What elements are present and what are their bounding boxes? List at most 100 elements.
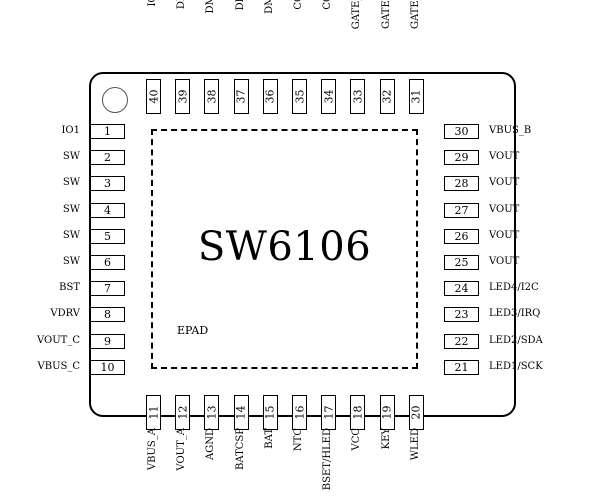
pin-pad-top: 33 — [350, 79, 366, 114]
pin-number-top: 39 — [176, 89, 190, 104]
pin-pad-right: 26 — [444, 228, 479, 244]
pin-pad-right: 24 — [444, 281, 479, 297]
pin-number-bottom: 11 — [147, 405, 160, 420]
pin-number-bottom: 20 — [409, 405, 423, 420]
pin-label-right: VOUT — [489, 151, 520, 163]
pin-label-left: SW — [62, 256, 80, 267]
pin-pad-top: 36 — [262, 79, 278, 114]
pin-label-top: GATE_C — [351, 0, 363, 30]
pin-label-top: CC2 — [293, 0, 305, 68]
pin-pad-left: 2 — [90, 150, 125, 166]
pin-label-top: IO2 — [147, 0, 159, 68]
pin-label-left: VDRV — [50, 308, 80, 320]
pin-pad-left: 5 — [90, 228, 125, 244]
pin-pad-bottom: 16 — [292, 395, 307, 430]
pin-number-bottom: 19 — [380, 405, 394, 420]
pin-label-left: SW — [62, 177, 80, 189]
pin-label-top: DPA — [176, 0, 188, 68]
pin-number-top: 33 — [351, 89, 365, 104]
pin-label-right: VOUT — [489, 229, 520, 241]
pin-label-left: BST — [59, 282, 80, 294]
pin-label-right: LED4/I2C — [489, 282, 539, 294]
pin-pad-right: 27 — [444, 202, 479, 218]
pin-pad-left: 4 — [90, 202, 125, 218]
pin-number-top: 36 — [263, 89, 277, 104]
pin-pad-bottom: 17 — [321, 395, 337, 430]
pin-number-bottom: 13 — [205, 405, 219, 420]
pin-label-bottom: KEY — [380, 428, 392, 450]
pin-pad-left: 6 — [90, 255, 125, 270]
pin-number-bottom: 15 — [263, 405, 277, 420]
pin-pad-bottom: 15 — [262, 395, 278, 430]
pin-label-bottom: VBUS_A — [147, 428, 158, 471]
pin-label-left: VOUT_C — [37, 334, 80, 346]
pin-number-bottom: 14 — [234, 405, 248, 420]
pin-label-top: CC1 — [322, 0, 334, 68]
pin-label-bottom: BAT — [263, 428, 275, 449]
pin-pad-left: 10 — [90, 359, 125, 375]
exposed-pad-outline — [151, 129, 418, 369]
pin-pad-top: 38 — [204, 79, 220, 114]
pin-label-bottom: WLED — [409, 428, 421, 461]
pin-label-bottom: BATCSP — [234, 428, 246, 470]
chip-part-number: SW6106 — [197, 224, 372, 270]
pin-pad-top: 37 — [233, 79, 249, 114]
pin-number-bottom: 17 — [322, 405, 336, 420]
pin-label-top: DPC — [235, 0, 247, 68]
pin-pad-right: 28 — [444, 176, 479, 192]
pin-label-bottom: BSET/HLED — [322, 428, 334, 491]
pin-pad-right: 22 — [444, 333, 479, 349]
pin-label-left: VBUS_C — [37, 360, 81, 372]
pin-number-top: 35 — [293, 89, 306, 104]
pin-pad-bottom: 13 — [204, 395, 220, 430]
pin-label-right: LED3/IRQ — [489, 308, 541, 320]
pin-pad-bottom: 14 — [233, 395, 249, 430]
epad-label: EPAD — [177, 324, 209, 337]
pin-pad-top: 40 — [146, 79, 161, 114]
pin-pad-left: 1 — [90, 124, 125, 139]
pin-pad-bottom: 18 — [350, 395, 366, 430]
pin-pad-right: 25 — [444, 255, 479, 270]
pin-number-top: 34 — [322, 89, 336, 104]
pin-pad-bottom: 20 — [408, 395, 424, 430]
pin-label-bottom: NTC — [293, 428, 304, 452]
pin-pad-left: 7 — [90, 281, 125, 297]
pin-number-top: 37 — [234, 89, 248, 104]
pin-pad-bottom: 11 — [146, 395, 161, 430]
pin-label-left: SW — [62, 203, 80, 215]
pin-label-right: VOUT — [489, 177, 520, 189]
pin-pad-top: 31 — [408, 79, 424, 114]
pin-label-top: DMC — [263, 0, 275, 14]
pin-pad-left: 8 — [90, 307, 125, 323]
pin-number-bottom: 18 — [351, 405, 365, 420]
pin-number-top: 31 — [409, 89, 423, 104]
pin1-marker-dot — [102, 87, 128, 113]
pin-pad-top: 34 — [321, 79, 337, 114]
pin-pad-top: 32 — [379, 79, 395, 114]
pin-number-bottom: 16 — [293, 405, 306, 420]
pin-label-bottom: VCC — [351, 428, 363, 451]
pin-label-top: GATE_B — [409, 0, 421, 29]
pin-number-top: 38 — [205, 89, 219, 104]
pin-pad-right: 29 — [444, 150, 479, 166]
pin-label-left: SW — [62, 151, 80, 163]
pin-label-top: GATE_A — [380, 0, 392, 29]
pin-label-bottom: VOUT_A — [176, 428, 188, 471]
pin-label-right: LED2/SDA — [489, 334, 543, 346]
pin-pad-bottom: 19 — [379, 395, 395, 430]
pin-pad-right: 21 — [444, 359, 479, 375]
pin-label-left: SW — [62, 229, 80, 241]
pin-number-bottom: 12 — [176, 405, 190, 420]
pin-number-top: 40 — [147, 89, 160, 104]
pin-pad-right: 23 — [444, 307, 479, 323]
pin-label-left: IO1 — [61, 125, 80, 136]
pin-label-top: DMA — [205, 0, 217, 14]
pin-pad-left: 3 — [90, 176, 125, 192]
pin-number-top: 32 — [380, 89, 394, 104]
pin-label-bottom: AGND — [205, 428, 217, 460]
pin-label-right: VBUS_B — [489, 125, 532, 136]
pin-pad-bottom: 12 — [175, 395, 191, 430]
pin-pad-top: 39 — [175, 79, 191, 114]
pin-label-right: VOUT — [489, 256, 520, 267]
pin-pad-right: 30 — [444, 124, 479, 139]
